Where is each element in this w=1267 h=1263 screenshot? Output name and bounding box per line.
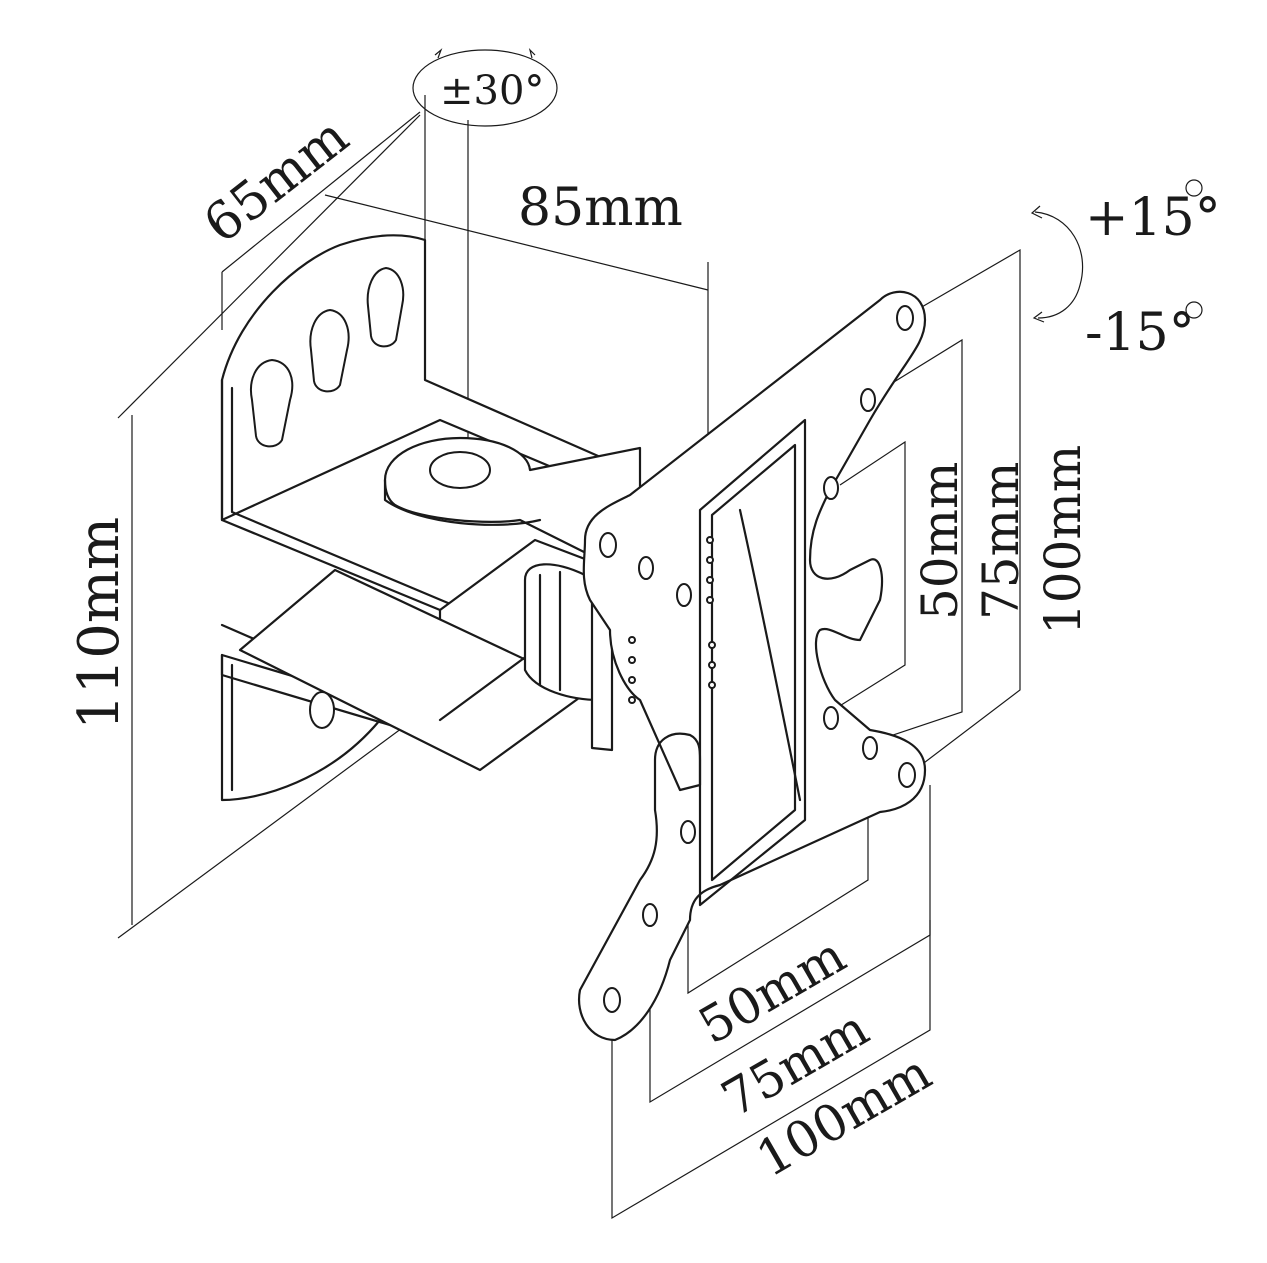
swivel-label: ±30° bbox=[440, 68, 544, 114]
width-label: 85mm bbox=[518, 178, 683, 238]
height-label: 110mm bbox=[67, 517, 132, 730]
tilt-up-label: +15° bbox=[1085, 188, 1221, 248]
swivel-arm bbox=[383, 436, 642, 752]
vesa-plate bbox=[577, 290, 927, 1042]
vesa-vertical-75-label: 75mm bbox=[972, 462, 1030, 620]
vesa-vertical-50-label: 50mm bbox=[911, 462, 969, 620]
tilt-arrow bbox=[1030, 179, 1203, 323]
tilt-down-label: -15° bbox=[1085, 303, 1195, 363]
swivel-arrow bbox=[412, 48, 558, 127]
vesa-vertical-100-label: 100mm bbox=[1034, 445, 1092, 635]
